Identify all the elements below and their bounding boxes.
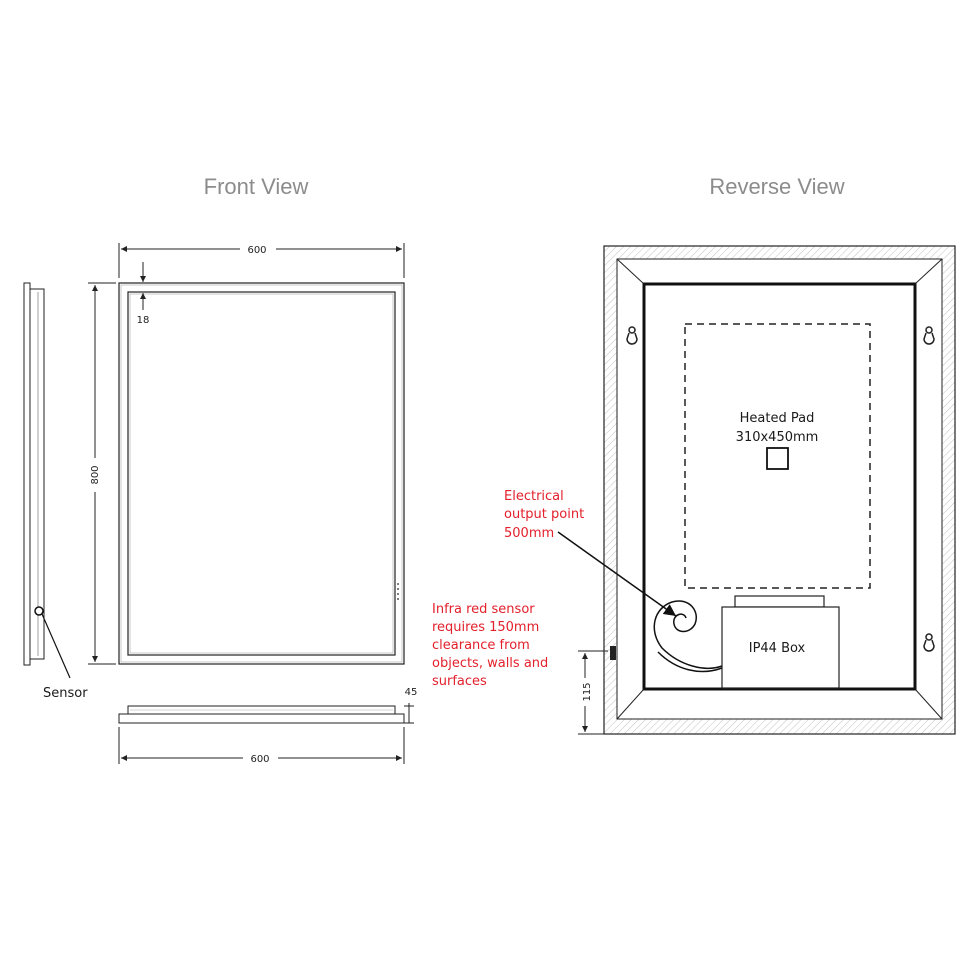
- sensor-icon: [34, 606, 44, 616]
- heated-pad-label: Heated Pad: [740, 411, 815, 426]
- electrical-note-line-3: 500mm: [504, 526, 554, 541]
- heated-pad-size: 310x450mm: [736, 430, 819, 445]
- offset-label: 115: [582, 682, 593, 701]
- front-view-title: Front View: [204, 174, 309, 199]
- sensor-note-line-3: clearance from: [432, 638, 530, 653]
- side-profile: [23, 282, 45, 666]
- ip44-label: IP44 Box: [749, 641, 806, 656]
- sensor-leader: [41, 613, 71, 679]
- keyhole-hanger-right-icon: [923, 326, 935, 345]
- heated-pad-outline: [684, 323, 871, 589]
- front-sensor-dots: [397, 583, 399, 600]
- height-label: 800: [90, 465, 101, 484]
- width-bottom-label: 600: [250, 754, 269, 765]
- electrical-note: Electrical output point 500mm: [504, 489, 584, 541]
- top-profile: [118, 703, 414, 724]
- height-dimension: [88, 282, 116, 665]
- sensor-note-line-4: objects, walls and: [432, 656, 548, 671]
- mirror-back: [603, 245, 956, 735]
- sensor-note-line-1: Infra red sensor: [432, 602, 535, 617]
- sensor-note-line-2: requires 150mm: [432, 620, 539, 635]
- bottom-width-dimension: [118, 727, 405, 764]
- electrical-note-line-2: output point: [504, 507, 584, 522]
- sensor-label: Sensor: [43, 686, 88, 701]
- sensor-note-line-5: surfaces: [432, 674, 487, 689]
- offset-dimension: [578, 650, 608, 735]
- electrical-note-line-1: Electrical: [504, 489, 564, 504]
- frame-width-label: 18: [137, 315, 150, 326]
- cable-coil-icon: [653, 600, 723, 673]
- ip44-box: [721, 595, 840, 689]
- keyhole-hanger-bottom-icon: [923, 633, 935, 652]
- sensor-note: Infra red sensor requires 150mm clearanc…: [432, 602, 548, 689]
- mirror-front: [118, 282, 405, 665]
- keyhole-hanger-left-icon: [626, 326, 638, 345]
- reverse-view-title: Reverse View: [709, 174, 844, 199]
- top-width-dimension: [118, 243, 405, 278]
- depth-label: 45: [405, 687, 418, 698]
- width-top-label: 600: [247, 245, 266, 256]
- electrical-leader: [557, 531, 677, 617]
- heated-pad-connector: [766, 447, 789, 470]
- side-switch: [610, 646, 616, 660]
